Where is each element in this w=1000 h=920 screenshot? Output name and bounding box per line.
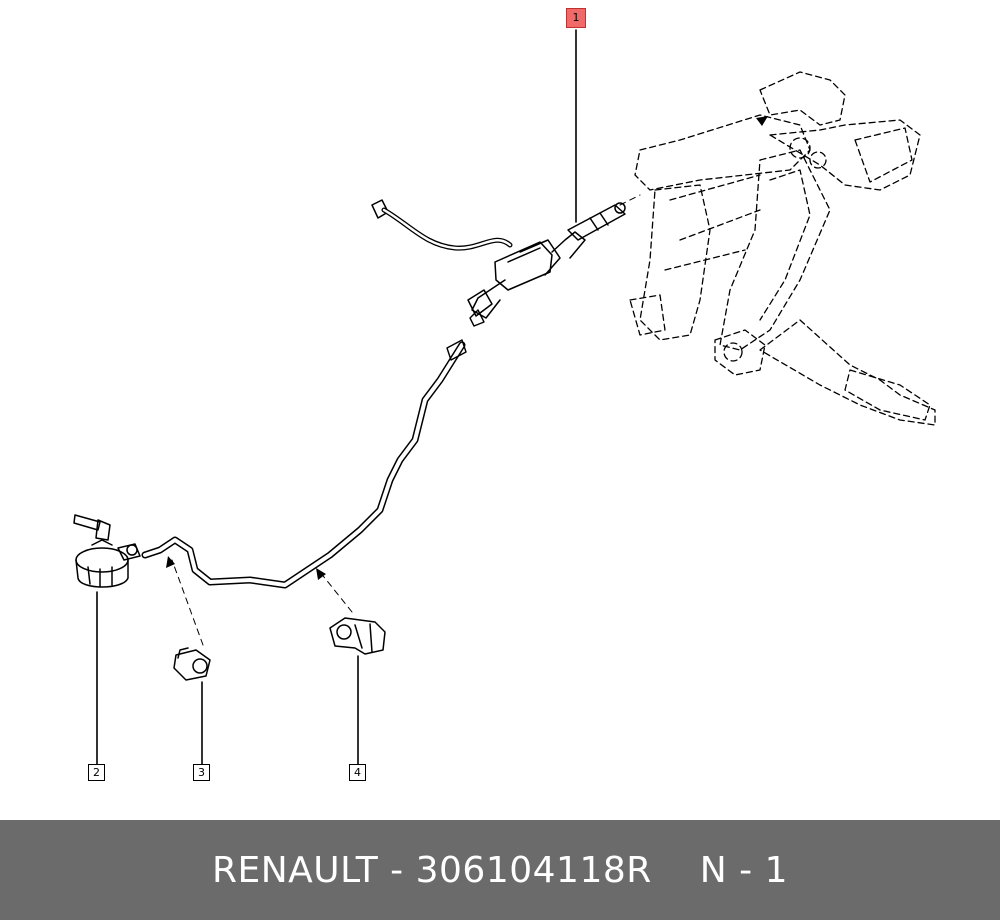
- footer-part-number: RENAULT - 306104118R: [211, 849, 652, 891]
- pointer-arrowheads: [166, 116, 768, 580]
- pipe-clip: [173, 647, 211, 681]
- hydraulic-pipe: [141, 309, 485, 589]
- pedal-assembly: [629, 71, 936, 426]
- footer-page-label: N - 1: [699, 849, 788, 891]
- clutch-hydraulic-diagram: [73, 29, 936, 765]
- callout-1: 1: [566, 8, 586, 28]
- callout-4: 4: [349, 764, 366, 781]
- slave-cylinder: [73, 514, 141, 588]
- pipe-bracket: [329, 617, 386, 655]
- callout-2: 2: [88, 764, 105, 781]
- callout-3: 3: [193, 764, 210, 781]
- master-cylinder: [371, 199, 626, 319]
- leader-lines: [96, 29, 577, 765]
- footer-bar: RENAULT - 306104118R N - 1: [0, 820, 1000, 920]
